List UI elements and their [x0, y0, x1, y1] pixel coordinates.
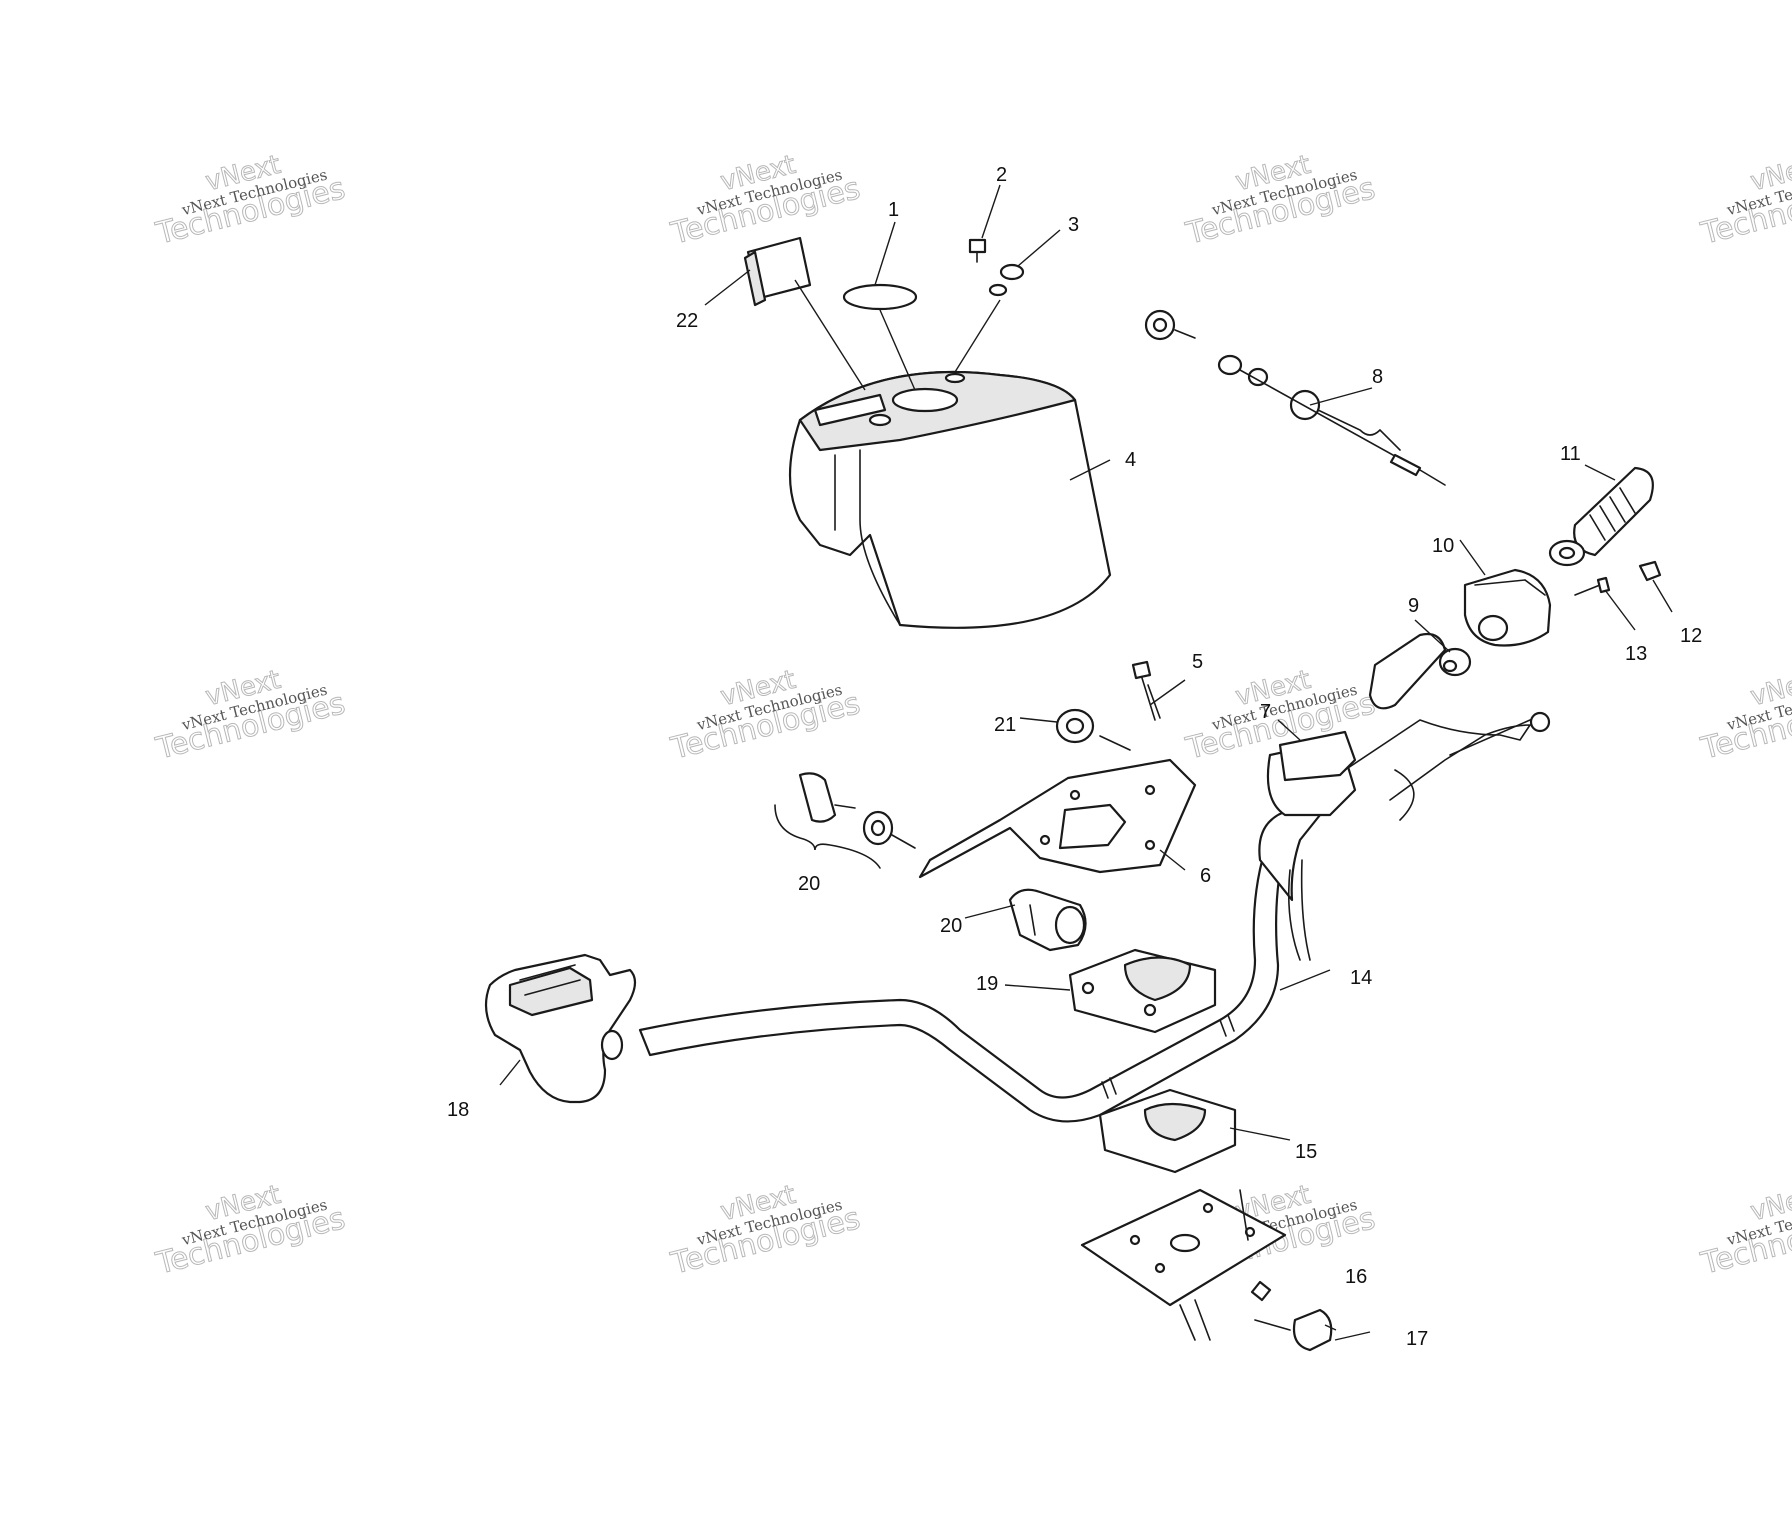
callout-9: 9 — [1408, 595, 1419, 617]
callout-2: 2 — [996, 164, 1007, 186]
callout-8: 8 — [1372, 366, 1383, 388]
part-20-switch-a — [798, 772, 916, 849]
callout-16: 16 — [1345, 1266, 1367, 1288]
watermark: vNext Technologies vNext Technologies — [667, 664, 864, 767]
part-6-mounting-plate — [918, 758, 1197, 879]
watermark: vNext Technologies vNext Technologies — [152, 1179, 349, 1282]
callout-14: 14 — [1350, 967, 1372, 989]
callout-19: 19 — [976, 973, 998, 995]
part-2-screw — [968, 238, 987, 263]
callout-1: 1 — [888, 199, 899, 221]
part-1-gasket — [842, 283, 918, 311]
part-21-dash — [1099, 735, 1131, 751]
callout-21: 21 — [994, 714, 1016, 736]
part-16-steering-plate — [1080, 1188, 1287, 1341]
watermark: vNext Technologies vNext Technologies — [1182, 149, 1379, 252]
part-14-handlebar — [638, 632, 1551, 1123]
watermark: vNext Technologies vNext Technologies — [152, 664, 349, 767]
callout-22: 22 — [676, 310, 698, 332]
part-5-bolt — [1131, 660, 1161, 721]
part-22-rubber-pad — [743, 236, 812, 307]
watermark: vNext Technologies vNext Technologies — [1697, 149, 1792, 252]
part-3-washer — [988, 263, 1025, 297]
callout-20b: 20 — [940, 915, 962, 937]
part-17-clamp — [1254, 1308, 1333, 1352]
part-20-bracket — [774, 804, 881, 869]
part-18-brake-master-cylinder — [484, 953, 637, 1104]
part-4-headlight-pod — [788, 370, 1112, 629]
part-9-collar — [1438, 647, 1472, 677]
callout-5: 5 — [1192, 651, 1203, 673]
callout-13: 13 — [1625, 643, 1647, 665]
callout-15: 15 — [1295, 1141, 1317, 1163]
callout-7: 7 — [1260, 701, 1271, 723]
callout-20a: 20 — [798, 873, 820, 895]
watermark: vNext Technologies vNext Technologies — [667, 1179, 864, 1282]
callout-17: 17 — [1406, 1328, 1428, 1350]
watermark: vNext Technologies vNext Technologies — [667, 149, 864, 252]
callout-6: 6 — [1200, 865, 1211, 887]
callout-12: 12 — [1680, 625, 1702, 647]
callout-4: 4 — [1125, 449, 1136, 471]
watermark: vNext Technologies vNext Technologies — [1697, 664, 1792, 767]
part-8-throttle-cable — [1144, 309, 1446, 486]
watermarks: vNext Technologies vNext Technologies vN… — [152, 149, 1792, 1282]
callout-11: 11 — [1560, 443, 1581, 465]
part-7-switch-housing — [1278, 730, 1357, 782]
watermark: vNext Technologies vNext Technologies — [152, 149, 349, 252]
leader-lines — [499, 184, 1673, 1341]
callout-labels: 1 2 3 4 5 6 7 8 9 10 11 12 13 14 15 16 1… — [447, 164, 1702, 1350]
callout-3: 3 — [1068, 214, 1079, 236]
part-13-screw — [1574, 576, 1611, 596]
callout-18: 18 — [447, 1099, 469, 1121]
callout-10: 10 — [1432, 535, 1454, 557]
part-15-lower-clamp — [1098, 1088, 1237, 1174]
part-10-throttle-housing — [1463, 568, 1552, 647]
part-19-upper-clamp — [1068, 948, 1217, 1034]
part-11-hand-grip — [1548, 466, 1654, 567]
part-20-switch-b — [1008, 888, 1087, 952]
watermark: vNext Technologies vNext Technologies — [1697, 1179, 1792, 1282]
part-21-bushing — [1055, 708, 1095, 744]
part-12-plug — [1638, 560, 1662, 582]
